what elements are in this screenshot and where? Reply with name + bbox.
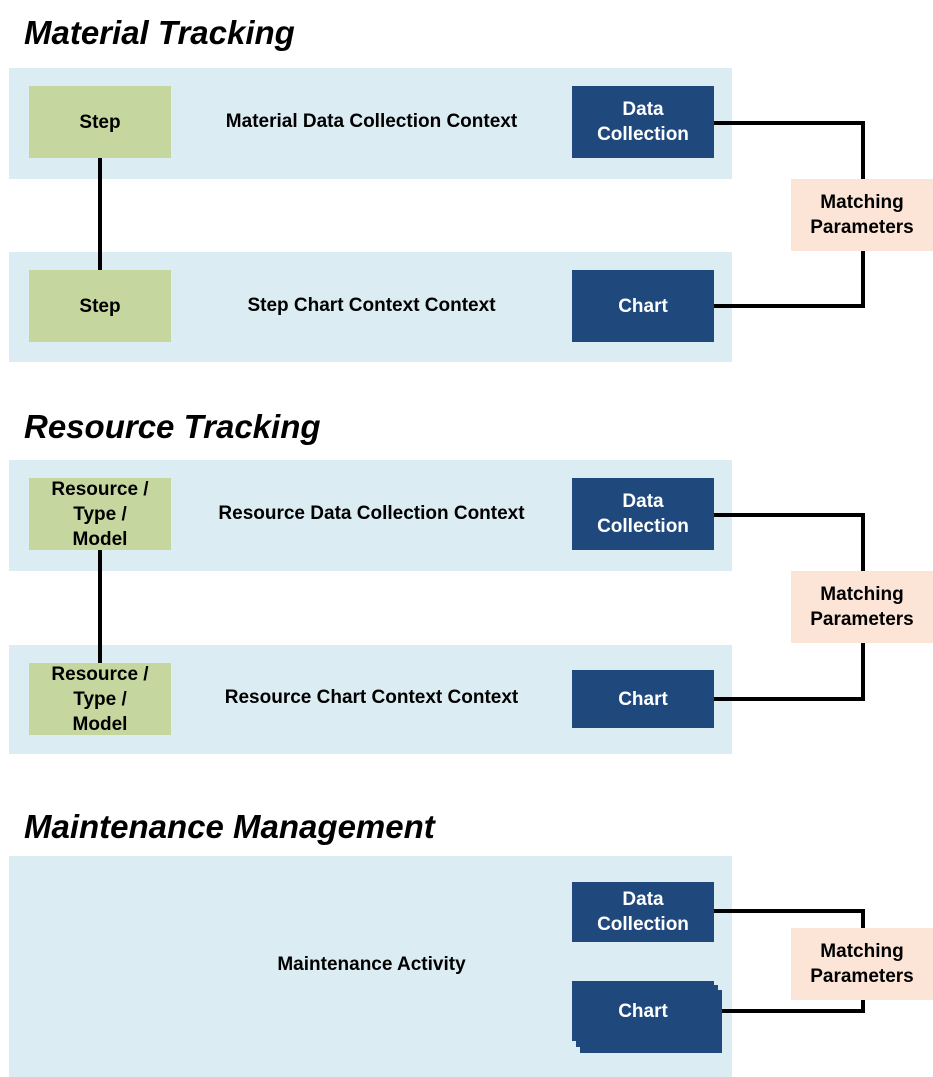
material-matching-parameters-box: Matching Parameters — [791, 179, 933, 251]
resource-chart-to-matching — [714, 643, 865, 701]
resource-type-model-box-top: Resource / Type / Model — [29, 478, 171, 550]
maintenance-matching-parameters-box: Matching Parameters — [791, 928, 933, 1000]
maintenance-management-title: Maintenance Management — [24, 808, 435, 845]
maintenance-dc-to-matching — [714, 909, 865, 928]
material-step-box-bottom: Step — [29, 270, 171, 342]
maintenance-chart-to-matching — [722, 999, 865, 1013]
material-tracking-title: Material Tracking — [24, 14, 295, 51]
resource-tracking-title: Resource Tracking — [24, 408, 321, 445]
resource-chart-box: Chart — [572, 670, 714, 728]
resource-data-collection-box: Data Collection — [572, 478, 714, 550]
resource-dc-context-label: Resource Data Collection Context — [218, 503, 525, 524]
maintenance-chart-box: Chart — [572, 981, 714, 1041]
material-chart-context-label: Step Chart Context Context — [247, 295, 496, 316]
maintenance-data-collection-box: Data Collection — [572, 882, 714, 942]
resource-dc-to-matching — [714, 513, 865, 571]
material-chart-to-matching — [714, 251, 865, 308]
resource-type-model-box-bottom: Resource / Type / Model — [29, 663, 171, 735]
material-chart-box: Chart — [572, 270, 714, 342]
material-dc-to-matching — [714, 121, 865, 179]
resource-chart-context-label: Resource Chart Context Context — [224, 687, 519, 708]
material-dc-context-label: Material Data Collection Context — [225, 111, 518, 132]
maintenance-activity-label: Maintenance Activity — [277, 954, 466, 975]
resource-matching-parameters-box: Matching Parameters — [791, 571, 933, 643]
material-data-collection-box: Data Collection — [572, 86, 714, 158]
material-step-box-top: Step — [29, 86, 171, 158]
